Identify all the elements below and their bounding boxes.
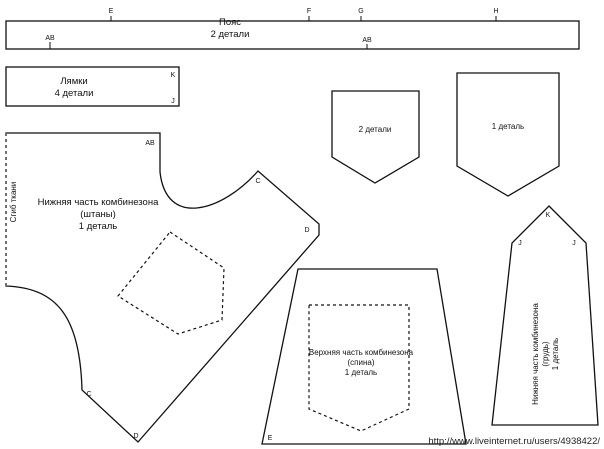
straps-mark-j: J: [171, 98, 175, 105]
belt-title: Пояс: [219, 17, 241, 28]
belt-mark-f: F: [307, 8, 311, 15]
pocket-large-outline: [456, 72, 560, 197]
bib-mark-k: K: [546, 212, 551, 219]
belt-mark-h: H: [493, 8, 498, 15]
bib-mark-j-left: J: [518, 240, 522, 247]
back-subtitle: (спина): [348, 358, 375, 367]
pocket-large-piece: 1 деталь: [456, 72, 560, 197]
pocket-small-piece: 2 детали: [331, 90, 420, 184]
belt-mark-g: G: [358, 8, 363, 15]
straps-piece: K J Лямки 4 детали: [5, 66, 180, 107]
pocket-small-count: 2 детали: [359, 125, 392, 134]
trousers-count: 1 деталь: [79, 221, 118, 232]
straps-outline: [5, 66, 180, 107]
trousers-pocket-placement: [117, 231, 225, 335]
back-title: Верхняя часть комбинезона: [309, 348, 414, 357]
trousers-piece: AB C D C D Нижняя часть комбинезона (шта…: [5, 132, 320, 443]
belt-count: 2 детали: [211, 29, 250, 40]
trousers-subtitle: (штаны): [80, 209, 116, 220]
trousers-fold-label: Сгиб ткани: [9, 182, 18, 223]
straps-count: 4 детали: [55, 88, 94, 99]
trousers-mark-d-top: D: [304, 227, 309, 234]
pocket-large-count: 1 деталь: [492, 122, 524, 131]
back-piece: E Верхняя часть комбинезона (спина) 1 де…: [261, 268, 467, 445]
trousers-mark-c-top: C: [255, 178, 260, 185]
belt-mark-ab-right: AB: [362, 37, 372, 44]
trousers-outline: [5, 132, 320, 443]
bib-piece: K J J Нижняя часть комбинезона (грудь) 1…: [491, 205, 599, 426]
back-mark-e: E: [268, 435, 273, 442]
bib-label-group: Нижняя часть комбинезона (грудь) 1 детал…: [531, 303, 560, 405]
belt-mark-ab-left: AB: [45, 35, 55, 42]
back-count: 1 деталь: [345, 368, 377, 377]
belt-outline: [5, 20, 580, 50]
trousers-mark-d-bottom: D: [133, 433, 138, 440]
straps-title: Лямки: [60, 76, 87, 87]
straps-mark-k: K: [171, 72, 176, 79]
pocket-small-outline: [331, 90, 420, 184]
trousers-title: Нижняя часть комбинезона: [38, 197, 159, 208]
back-outline: [261, 268, 467, 445]
watermark-url: http://www.liveinternet.ru/users/4938422…: [428, 436, 600, 447]
bib-count: 1 деталь: [551, 338, 560, 370]
bib-subtitle: (грудь): [541, 341, 550, 367]
bib-outline: [491, 205, 599, 426]
belt-piece: E F G H AB AB Пояс 2 детали: [5, 8, 580, 50]
belt-mark-e: E: [109, 8, 114, 15]
back-pocket-placement: [308, 304, 410, 432]
bib-mark-j-right: J: [572, 240, 576, 247]
trousers-mark-ab: AB: [145, 140, 155, 147]
trousers-mark-c-bottom: C: [86, 391, 91, 398]
bib-title: Нижняя часть комбинезона: [531, 303, 540, 405]
